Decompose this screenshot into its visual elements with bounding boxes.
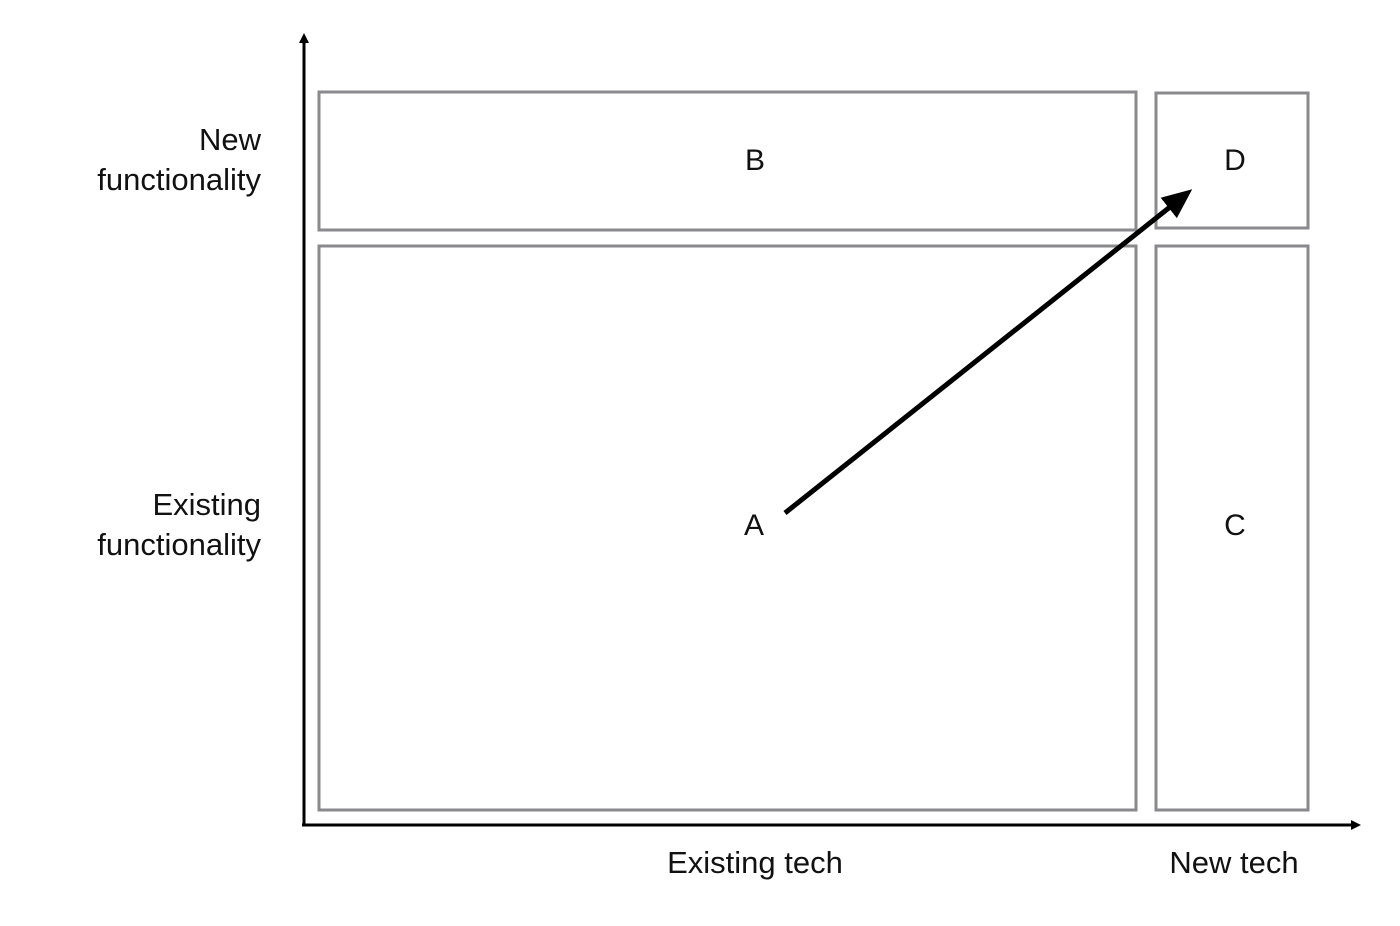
cell-label-b: B <box>744 144 766 177</box>
box-c <box>1154 244 1310 812</box>
y-label-new-functionality: New functionality <box>97 120 261 200</box>
y-label-existing-line2: functionality <box>97 527 261 562</box>
x-label-new-tech: New tech <box>1169 845 1299 880</box>
y-label-existing-line1: Existing <box>152 487 261 522</box>
box-b <box>317 90 1138 232</box>
y-label-existing-functionality: Existing functionality <box>97 485 261 565</box>
box-d <box>1154 91 1310 230</box>
cell-label-d: D <box>1224 144 1246 177</box>
x-label-existing-tech: Existing tech <box>667 845 843 880</box>
a-to-d-arrow <box>783 189 1193 515</box>
y-label-new-line1: New <box>198 122 261 157</box>
cell-label-a: A <box>743 509 765 542</box>
box-a <box>317 244 1138 812</box>
cell-label-c: C <box>1224 509 1246 542</box>
y-label-new-line2: functionality <box>97 162 261 197</box>
